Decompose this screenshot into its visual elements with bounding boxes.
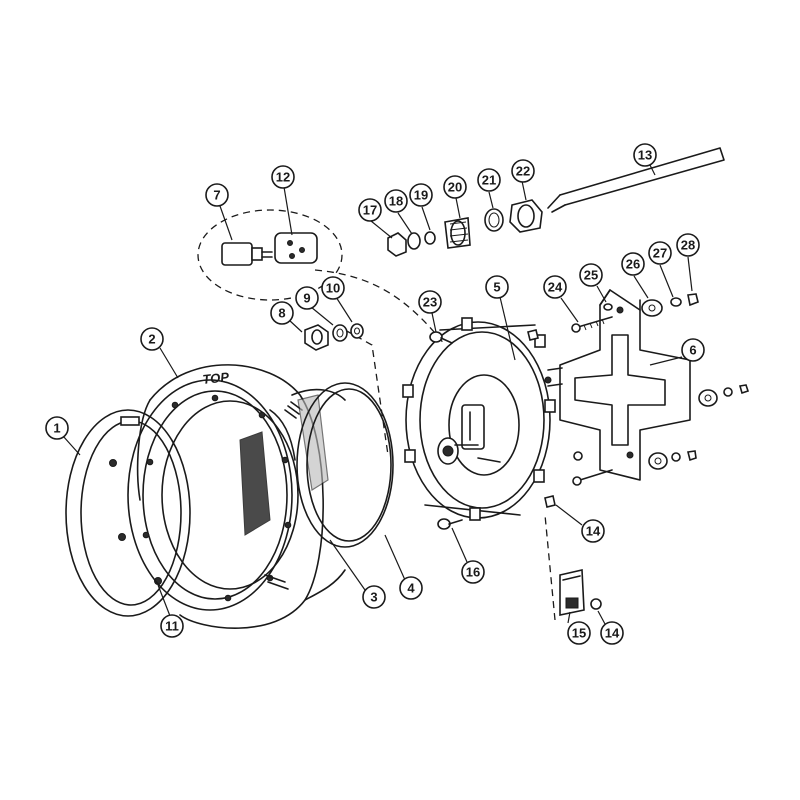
svg-text:13: 13 bbox=[638, 148, 652, 163]
assembly-guide-lines bbox=[314, 269, 556, 621]
nut-washer-set bbox=[304, 323, 364, 351]
svg-text:8: 8 bbox=[278, 306, 285, 321]
svg-text:10: 10 bbox=[326, 281, 340, 296]
svg-text:9: 9 bbox=[303, 291, 310, 306]
top-embossing: TOP bbox=[202, 369, 230, 387]
lamp-plug-group bbox=[197, 209, 343, 301]
front-trim-ring bbox=[65, 409, 191, 617]
svg-text:5: 5 bbox=[493, 280, 500, 295]
callout-part-1: 1 bbox=[45, 416, 69, 440]
callout-part-14b: 14 bbox=[600, 621, 624, 645]
callout-part-2: 2 bbox=[140, 327, 164, 351]
cable-gland-set bbox=[387, 199, 543, 257]
callout-part-4: 4 bbox=[399, 576, 423, 600]
callout-part-7: 7 bbox=[205, 183, 229, 207]
callout-part-19: 19 bbox=[409, 183, 433, 207]
callout-part-27: 27 bbox=[648, 241, 672, 265]
svg-text:4: 4 bbox=[407, 581, 415, 596]
callout-part-26: 26 bbox=[621, 252, 645, 276]
svg-text:14: 14 bbox=[605, 626, 620, 641]
callout-part-14a: 14 bbox=[581, 519, 605, 543]
gasket-ring bbox=[296, 382, 394, 548]
callout-part-8: 8 bbox=[270, 301, 294, 325]
callout-part-13: 13 bbox=[633, 143, 657, 167]
leader-lines bbox=[62, 164, 693, 625]
svg-text:20: 20 bbox=[448, 180, 462, 195]
svg-text:19: 19 bbox=[414, 188, 428, 203]
svg-text:7: 7 bbox=[213, 188, 220, 203]
svg-text:16: 16 bbox=[466, 565, 480, 580]
svg-text:23: 23 bbox=[423, 295, 437, 310]
callout-part-28: 28 bbox=[676, 233, 700, 257]
svg-text:17: 17 bbox=[363, 203, 377, 218]
callout-part-11: 11 bbox=[160, 614, 184, 638]
callout-part-21: 21 bbox=[477, 168, 501, 192]
callout-part-18: 18 bbox=[384, 189, 408, 213]
svg-text:25: 25 bbox=[584, 268, 598, 283]
bracket-hardware bbox=[527, 293, 750, 486]
bezel-housing: TOP bbox=[127, 364, 324, 629]
callout-part-12: 12 bbox=[271, 165, 295, 189]
svg-text:27: 27 bbox=[653, 246, 667, 261]
svg-text:11: 11 bbox=[165, 619, 179, 634]
svg-text:21: 21 bbox=[482, 173, 496, 188]
svg-text:2: 2 bbox=[148, 332, 155, 347]
callout-part-23: 23 bbox=[418, 290, 442, 314]
callout-part-17: 17 bbox=[358, 198, 382, 222]
callout-part-20: 20 bbox=[443, 175, 467, 199]
svg-text:15: 15 bbox=[572, 626, 586, 641]
cable bbox=[547, 147, 725, 213]
svg-text:26: 26 bbox=[626, 257, 640, 272]
callout-part-6: 6 bbox=[681, 338, 705, 362]
callout-part-22: 22 bbox=[511, 159, 535, 183]
svg-text:3: 3 bbox=[370, 590, 377, 605]
callout-part-24: 24 bbox=[543, 275, 567, 299]
svg-text:12: 12 bbox=[276, 170, 290, 185]
svg-text:6: 6 bbox=[689, 343, 696, 358]
callout-part-5: 5 bbox=[485, 275, 509, 299]
callout-part-10: 10 bbox=[321, 276, 345, 300]
svg-text:24: 24 bbox=[548, 280, 563, 295]
callout-part-16: 16 bbox=[461, 560, 485, 584]
screw-23 bbox=[429, 331, 453, 344]
screw-16 bbox=[437, 518, 463, 530]
callout-part-3: 3 bbox=[362, 585, 386, 609]
clip-assembly bbox=[544, 495, 602, 616]
svg-text:22: 22 bbox=[516, 164, 530, 179]
svg-text:14: 14 bbox=[586, 524, 601, 539]
callout-part-15: 15 bbox=[567, 621, 591, 645]
callout-part-9: 9 bbox=[295, 286, 319, 310]
svg-text:18: 18 bbox=[389, 194, 403, 209]
cross-mounting-bracket bbox=[544, 289, 691, 481]
callout-part-25: 25 bbox=[579, 263, 603, 287]
lamp-mounting-plate bbox=[402, 317, 556, 521]
svg-text:28: 28 bbox=[681, 238, 695, 253]
svg-text:1: 1 bbox=[53, 421, 60, 436]
